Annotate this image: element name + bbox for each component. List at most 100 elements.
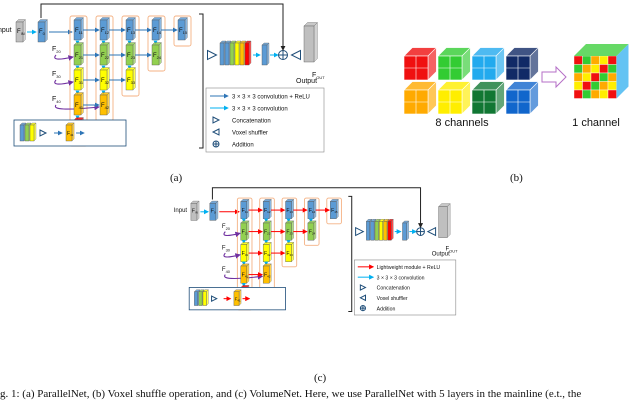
legend-text-4: Voxel shuffler (232, 131, 268, 137)
block-front (234, 42, 240, 66)
block-front (125, 69, 134, 91)
feature-block (285, 241, 295, 263)
block-front (73, 19, 82, 41)
block-front (219, 42, 225, 66)
node-label: F13 (127, 28, 136, 35)
block-front (29, 124, 35, 142)
inset-stack-block (29, 122, 37, 142)
merged-top (574, 44, 629, 56)
block-front (99, 94, 108, 116)
merged-cube (573, 44, 629, 99)
block-side (106, 42, 110, 66)
inset-concat-triangle (211, 295, 218, 303)
node-label: F23 (127, 53, 136, 60)
merged-cell (599, 81, 609, 91)
block-front (125, 19, 134, 41)
addition-node (278, 50, 288, 60)
node-label: F42 (101, 103, 110, 110)
legend-text-1: Lightweight module + ReLU (377, 265, 441, 271)
channel-cube (437, 80, 472, 115)
block-front (99, 19, 108, 41)
block-front (65, 124, 73, 142)
feature-block (99, 42, 110, 66)
feature-block (73, 92, 84, 116)
feature-block (262, 220, 272, 241)
legend-concat-icon (212, 116, 221, 124)
merged-cell (599, 89, 609, 99)
block-side (106, 17, 110, 41)
block-front (285, 244, 292, 262)
block-front (151, 44, 160, 66)
feature-block (262, 263, 272, 284)
node-label: F15 (331, 208, 338, 214)
block-front (198, 291, 203, 306)
feature-block (125, 67, 136, 91)
global-skip-arrow (211, 187, 424, 229)
f0-block (209, 200, 219, 221)
output-label: Output (432, 252, 450, 258)
inset-label: F41 (235, 296, 241, 302)
merged-cell (582, 89, 592, 99)
concat-triangle (355, 226, 365, 237)
channel-cube (505, 80, 540, 115)
feature-block (240, 241, 250, 263)
feature-block (307, 198, 317, 220)
block-side (33, 122, 37, 142)
concat-bracket (199, 13, 204, 149)
block-front (330, 201, 337, 219)
channel-1-label: 1 channel (572, 117, 620, 129)
block-side (106, 67, 110, 91)
inset-output-block (65, 122, 75, 142)
feature-block (73, 17, 84, 41)
feature-block (285, 220, 295, 241)
merged-cell (607, 89, 617, 99)
channel-cube (437, 46, 472, 81)
block-side (158, 17, 162, 41)
channel-cube (403, 46, 438, 81)
node-label: F21 (242, 229, 249, 235)
node-label: F11 (242, 208, 249, 214)
merged-cell (582, 55, 592, 65)
merged-cell (590, 64, 600, 74)
feature-block (99, 17, 110, 41)
merged-side (616, 44, 629, 99)
legend-text-5: Addition (377, 306, 396, 312)
block-front (190, 202, 198, 221)
merged-cell (590, 55, 600, 65)
legend-text-2: 3 × 3 × 3 convolution (232, 107, 288, 113)
input-label: Input (0, 27, 12, 34)
merged-cell (607, 64, 617, 74)
fout-label: FOUT (312, 72, 325, 80)
block-side (71, 122, 75, 142)
legend-shuffler-icon (359, 294, 366, 302)
merged-cell (590, 72, 600, 82)
block-front (244, 42, 250, 66)
node-label: F24 (309, 229, 316, 235)
node-label: F42 (264, 272, 271, 278)
concat-stack-block (387, 218, 394, 241)
channel-cube (471, 80, 506, 115)
concat-bracket (348, 195, 353, 313)
legend-concat-icon (359, 284, 367, 291)
feature-block (73, 67, 84, 91)
legend-shuffler-icon (211, 128, 220, 136)
f0-label: F0 (211, 209, 216, 215)
block-side (80, 42, 84, 66)
f0-label: F0 (39, 29, 46, 36)
legend-addition-icon (212, 140, 220, 148)
merged-cell (599, 72, 609, 82)
row-input-label: F30 (52, 71, 62, 79)
feature-block (262, 198, 272, 220)
concat-triangle (207, 49, 218, 61)
output-label: Output (296, 78, 317, 85)
merged-cell (590, 81, 600, 91)
feature-block (151, 42, 162, 66)
node-label: F22 (101, 53, 110, 60)
block-front (19, 124, 25, 142)
row-input-arrow (54, 104, 100, 111)
legend-text-4: Voxel shuffler (377, 296, 408, 302)
block-front (125, 44, 134, 66)
block-front (383, 221, 388, 241)
row-input-arrow (54, 79, 74, 86)
legend-text-3: Concatenation (232, 119, 271, 125)
